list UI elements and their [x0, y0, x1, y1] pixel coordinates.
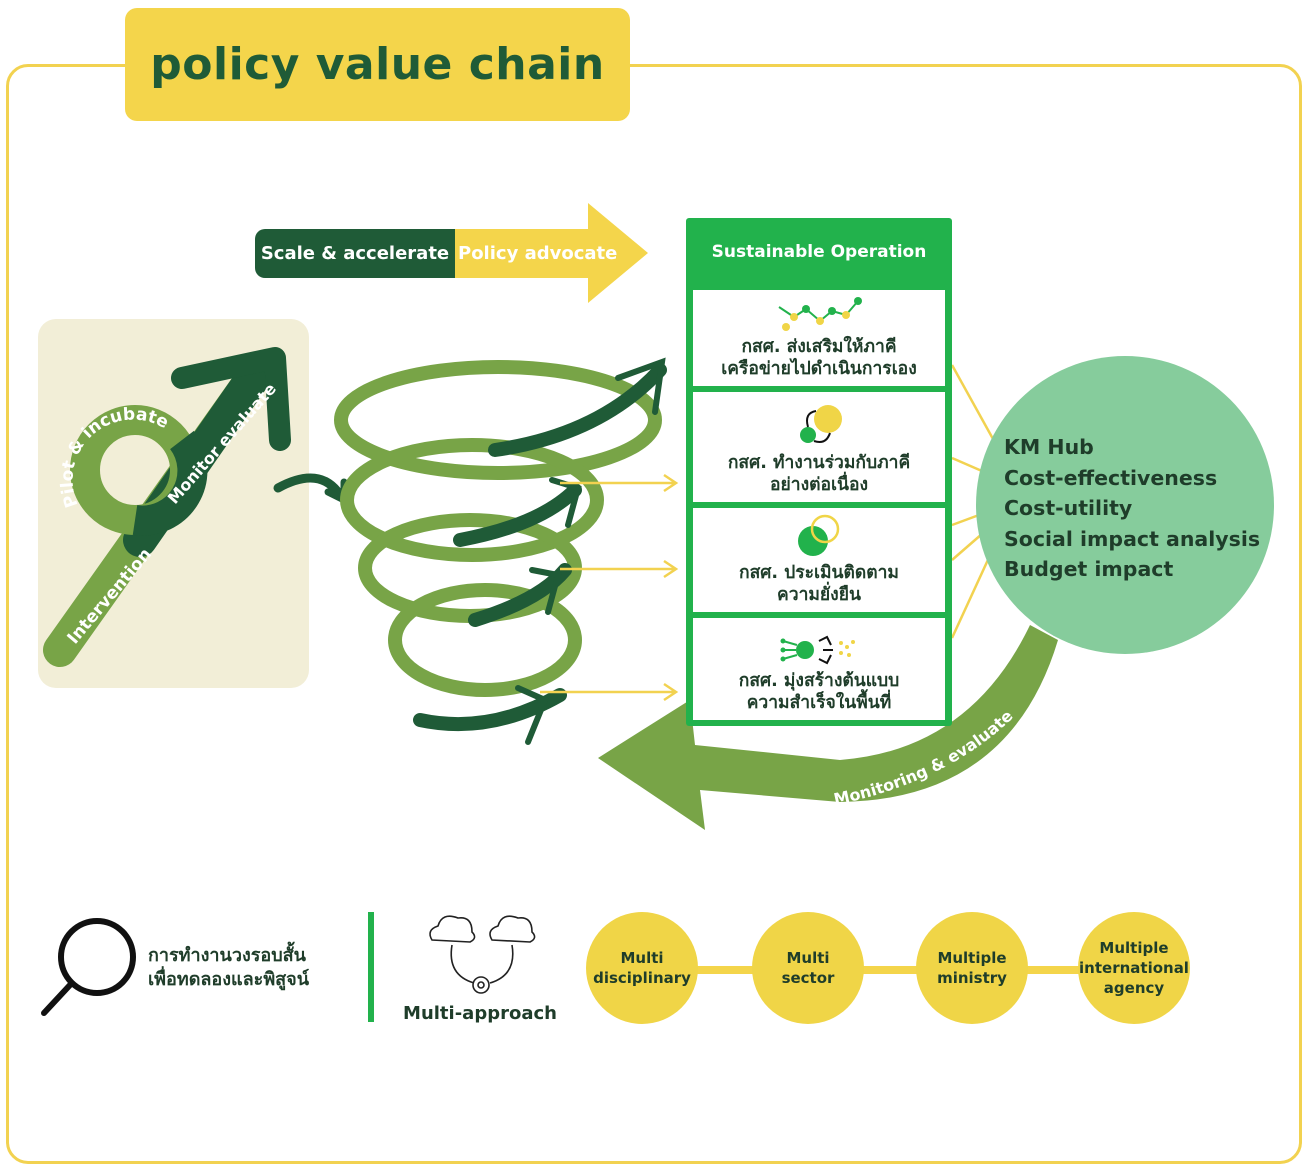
magnifier-icon [41, 918, 136, 1016]
network-line-icon [778, 297, 862, 332]
title-box: policy value chain [125, 8, 630, 121]
policy-advocate-label-wrap: Policy advocate [458, 229, 638, 278]
spiral-arrows [413, 363, 667, 732]
circuit-arrows-icon [780, 635, 855, 665]
scale-accelerate-label: Scale & accelerate [260, 243, 450, 264]
linked-circles-icon [800, 405, 842, 444]
sustainable-operation-panel: Sustainable Operation กสศ. ส่งเสริมให้ภา… [686, 218, 952, 726]
evaluation-circle [976, 356, 1274, 654]
curved-pointer-arrow [273, 473, 345, 500]
scale-accelerate-pill: Scale & accelerate [255, 229, 455, 278]
ops-item-1: กสศ. ส่งเสริมให้ภาคี เครือข่ายไปดำเนินกา… [693, 290, 945, 386]
ops-item-1-text: กสศ. ส่งเสริมให้ภาคี เครือข่ายไปดำเนินกา… [721, 337, 917, 379]
cost-utility-item: Cost-utility [1004, 496, 1133, 520]
policy-advocate-arrow [455, 203, 648, 303]
km-hub-item: KM Hub [1004, 435, 1094, 459]
intervention-arrow-graphic [43, 347, 291, 667]
ops-item-3-text: กสศ. ประเมินติดตาม ความยั่งยืน [739, 563, 899, 605]
ops-item-4: กสศ. มุ่งสร้างต้นแบบ ความสำเร็จในพื้นที่ [693, 618, 945, 720]
multi-approach-label: Multi-approach [403, 1003, 557, 1024]
social-impact-item: Social impact analysis [1004, 526, 1261, 551]
cost-effectiveness-item: Cost-effectiveness [1004, 465, 1218, 490]
spiral-graphic [334, 360, 662, 697]
ops-item-4-text: กสศ. มุ่งสร้างต้นแบบ ความสำเร็จในพื้นที่ [738, 671, 900, 713]
evaluation-list: KM Hub Cost-effectiveness Cost-utility S… [1004, 432, 1260, 585]
policy-advocate-label: Policy advocate [458, 243, 618, 264]
budget-impact-item: Budget impact [1004, 557, 1174, 581]
ops-pointer-arrows [540, 473, 679, 702]
ops-item-2-text: กสศ. ทำงานร่วมกับภาคี อย่างต่อเนื่อง [727, 453, 911, 495]
ops-item-3: กสศ. ประเมินติดตาม ความยั่งยืน [693, 508, 945, 612]
cloud-gear-icon [429, 915, 536, 994]
divider-bar [368, 912, 374, 1022]
monitoring-loop-arrow [598, 625, 1058, 830]
page-title: policy value chain [150, 39, 605, 90]
ops-item-2: กสศ. ทำงานร่วมกับภาคี อย่างต่อเนื่อง [693, 392, 945, 502]
overlap-circles-icon [798, 515, 840, 557]
ops-header: Sustainable Operation [711, 242, 927, 262]
short-cycle-text: การทำงานวงรอบสั้น เพื่อทดลองและพิสูจน์ [148, 945, 310, 990]
circles-connector [640, 966, 1120, 974]
